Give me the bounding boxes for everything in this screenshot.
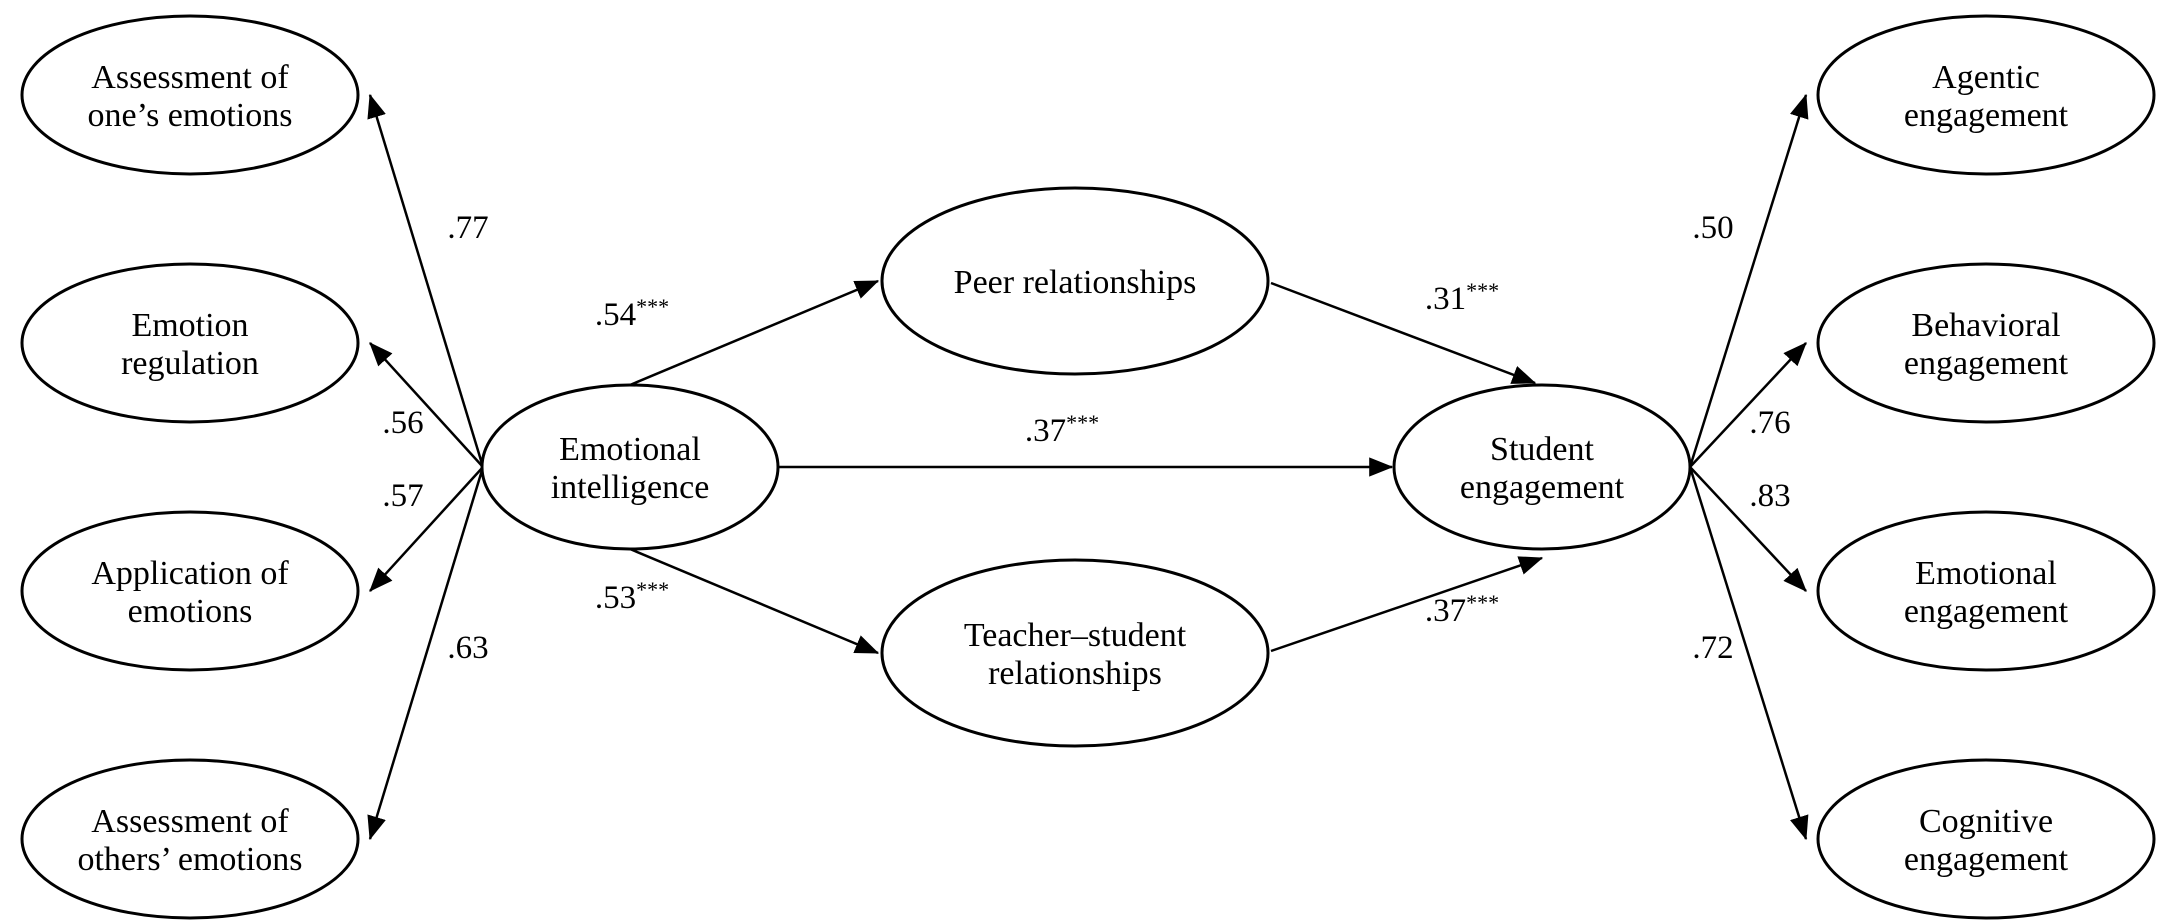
node-label-line: Teacher–student [964,617,1187,654]
node-label-line: Emotional [1915,555,2057,592]
significance-marker: *** [1466,590,1499,615]
node-ellipse [20,510,360,672]
node-ellipse [20,14,360,176]
node-ellipse [880,186,1270,376]
coefficient-value: .53 [595,580,636,616]
node-label-line: others’ emotions [77,841,302,878]
node-label-line: relationships [988,655,1162,692]
path-coefficient-peer-to-se: .31*** [1425,278,1499,317]
coefficient-value: .37 [1425,593,1466,629]
path-arrow-se-to-behavioral [1689,342,1807,468]
path-coefficient-ei-to-assess_own: .77 [447,210,488,246]
node-label-line: Behavioral [1911,307,2060,344]
node-label-line: Application of [91,555,289,592]
edges [367,93,1809,841]
node-label-line: engagement [1904,345,2069,382]
path-arrow-peer-to-se [1270,281,1537,385]
node-label-line: Emotional [559,431,701,468]
coefficient-value: .83 [1749,478,1790,514]
node-ellipse [880,558,1270,748]
coefficient-value: .72 [1692,630,1733,666]
path-coefficient-teacher-to-se: .37*** [1425,590,1499,629]
node-label-line: Cognitive [1919,803,2053,840]
node-label-line: one’s emotions [88,97,293,134]
path-coefficient-ei-to-emotion_regulation: .56 [382,405,423,441]
node-ellipse [1816,14,2156,176]
edge-labels: .77.56.57.63.54***.37***.53***.31***.37*… [382,210,1790,666]
node-ellipse [20,262,360,424]
significance-marker: *** [636,577,669,602]
path-arrow-ei-to-peer [629,279,880,387]
coefficient-value: .50 [1692,210,1733,246]
path-arrow-ei-to-assess_own [367,93,485,468]
node-label-line: Assessment of [91,803,289,840]
path-arrow-teacher-to-se [1270,556,1544,653]
node-ellipse [1816,758,2156,920]
node-label-line: engagement [1460,469,1625,506]
node-label-line: engagement [1904,841,2069,878]
node-ellipse [20,758,360,920]
path-coefficient-se-to-emotional_eng: .83 [1749,478,1790,514]
node-ellipse [1392,383,1692,551]
node-ellipse [1816,510,2156,672]
significance-marker: *** [1066,410,1099,435]
path-arrow-se-to-agentic [1688,93,1809,468]
coefficient-value: .31 [1425,281,1466,317]
coefficient-value: .37 [1025,413,1066,449]
coefficient-value: .63 [447,630,488,666]
node-label-line: intelligence [551,469,710,506]
path-arrow-se-to-emotional_eng [1689,466,1807,592]
coefficient-value: .57 [382,478,423,514]
node-ellipse [1816,262,2156,424]
path-coefficient-ei-to-se: .37*** [1025,410,1099,449]
node-label-line: regulation [121,345,259,382]
path-arrow-ei-to-teacher [629,547,880,655]
node-label-line: engagement [1904,593,2069,630]
coefficient-value: .56 [382,405,423,441]
node-label-line: emotions [128,593,253,630]
path-arrow-ei-to-emotion_regulation [369,342,484,468]
path-coefficient-ei-to-application: .57 [382,478,423,514]
path-coefficient-ei-to-peer: .54*** [595,294,669,333]
node-label-line: Student [1490,431,1594,468]
path-coefficient-se-to-cognitive: .72 [1692,630,1733,666]
path-arrow-ei-to-assess_others [367,466,485,841]
coefficient-value: .76 [1749,405,1790,441]
path-coefficient-ei-to-assess_others: .63 [447,630,488,666]
node-peer: Peer relationships [880,186,1270,376]
coefficient-value: .54 [595,297,636,333]
node-label-line: Assessment of [91,59,289,96]
coefficient-value: .77 [447,210,488,246]
node-label-line: Agentic [1932,59,2040,96]
path-coefficient-se-to-agentic: .50 [1692,210,1733,246]
node-ellipse [480,383,780,551]
node-label-line: Emotion [131,307,248,344]
node-label-line: Peer relationships [954,264,1197,301]
path-coefficient-ei-to-teacher: .53*** [595,577,669,616]
node-label-line: engagement [1904,97,2069,134]
significance-marker: *** [636,294,669,319]
path-coefficient-se-to-behavioral: .76 [1749,405,1790,441]
path-arrow-se-to-cognitive [1688,466,1809,841]
significance-marker: *** [1466,278,1499,303]
path-arrow-ei-to-application [369,466,484,592]
